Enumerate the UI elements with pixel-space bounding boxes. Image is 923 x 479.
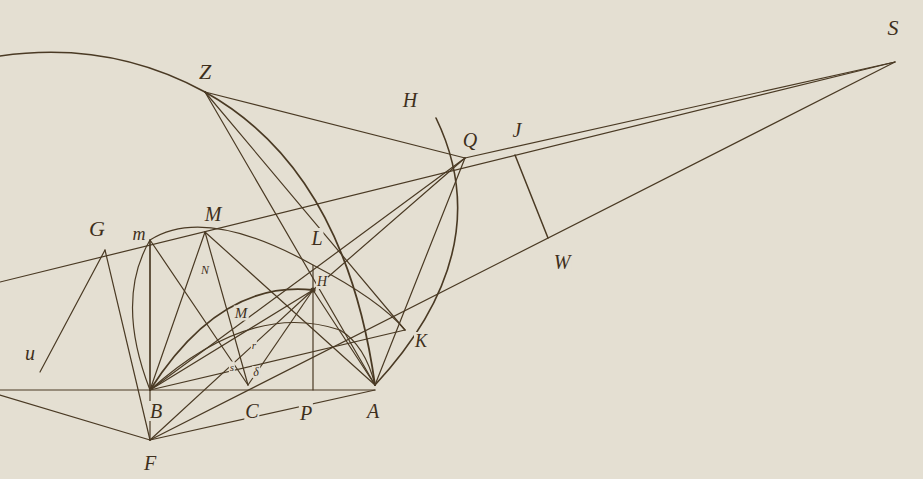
point-label: S <box>887 17 900 39</box>
point-label: F <box>143 453 157 473</box>
point-label: N <box>200 264 210 276</box>
point-label: δ <box>252 366 260 378</box>
point-label: M <box>234 306 249 321</box>
point-label: P <box>299 403 313 423</box>
point-label: m <box>132 225 147 243</box>
point-label: H <box>402 90 418 110</box>
point-label: M <box>204 204 223 224</box>
point-label: K <box>414 332 428 350</box>
point-label: G <box>88 218 106 240</box>
point-label: B <box>149 401 163 421</box>
point-label: Q <box>462 130 478 150</box>
point-label: u <box>24 343 36 363</box>
point-label: H <box>316 275 328 289</box>
point-label: s <box>229 362 235 373</box>
point-label: W <box>553 252 572 272</box>
point-label: r <box>251 340 257 351</box>
point-label: L <box>310 228 323 248</box>
point-label: J <box>512 120 523 140</box>
point-label: C <box>244 401 259 421</box>
point-label: Z <box>198 61 212 83</box>
point-label: A <box>366 401 380 421</box>
